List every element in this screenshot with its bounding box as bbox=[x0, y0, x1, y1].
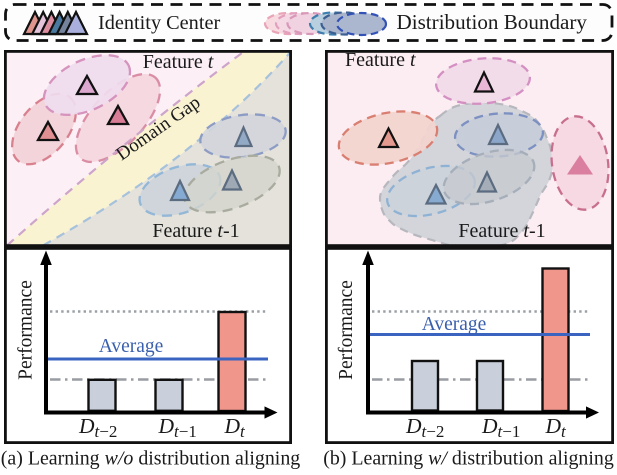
svg-text:Feature t-1: Feature t-1 bbox=[458, 220, 545, 242]
svg-text:Distribution Boundary: Distribution Boundary bbox=[397, 10, 588, 34]
svg-text:Feature t-1: Feature t-1 bbox=[152, 220, 239, 242]
svg-text:Performance: Performance bbox=[336, 280, 357, 380]
svg-text:Average: Average bbox=[422, 314, 487, 335]
svg-text:Performance: Performance bbox=[16, 280, 37, 380]
svg-text:Feature t: Feature t bbox=[345, 49, 416, 71]
svg-text:Average: Average bbox=[99, 336, 164, 357]
svg-text:(b) Learning w/ distribution a: (b) Learning w/ distribution aligning bbox=[323, 448, 614, 470]
svg-text:(a) Learning w/o distribution: (a) Learning w/o distribution aligning bbox=[1, 448, 300, 470]
svg-text:Feature t: Feature t bbox=[143, 51, 214, 73]
svg-text:Identity Center: Identity Center bbox=[98, 12, 220, 34]
